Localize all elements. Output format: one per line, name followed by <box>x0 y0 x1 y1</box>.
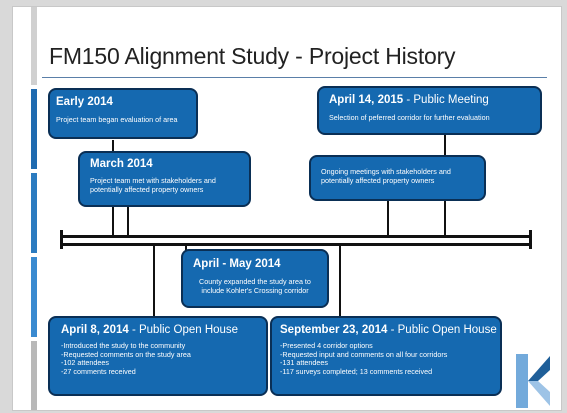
timeline-line <box>60 243 532 246</box>
event-box-april-2015: April 14, 2015 - Public Meeting Selectio… <box>317 86 542 135</box>
event-box-march-2014: March 2014 Project team met with stakeho… <box>78 151 251 207</box>
connector-line <box>339 245 341 318</box>
accent-bar <box>31 257 37 337</box>
event-heading: September 23, 2014 - Public Open House <box>280 324 497 336</box>
accent-bar <box>31 341 37 410</box>
timeline-line <box>60 235 532 238</box>
slide: FM150 Alignment Study - Project History … <box>12 6 562 411</box>
connector-line <box>153 245 155 318</box>
accent-bar <box>31 173 37 253</box>
event-description: -Introduced the study to the community-R… <box>61 341 191 376</box>
connector-line <box>529 230 532 249</box>
connector-line <box>127 205 129 236</box>
event-box-september-23-2014: September 23, 2014 - Public Open House -… <box>270 316 502 396</box>
logo-icon <box>516 354 550 408</box>
connector-line <box>387 198 389 236</box>
event-box-early-2014: Early 2014 Project team began evaluation… <box>48 88 198 139</box>
title-divider <box>42 77 547 78</box>
accent-bar <box>31 7 37 85</box>
event-heading: March 2014 <box>90 158 153 170</box>
accent-bar <box>31 89 37 169</box>
event-heading: April 8, 2014 - Public Open House <box>61 324 239 336</box>
event-heading: Early 2014 <box>56 96 113 108</box>
event-description: Selection of peferred corridor for furth… <box>329 113 490 122</box>
event-box-april-8-2014: April 8, 2014 - Public Open House -Intro… <box>48 316 268 396</box>
event-description: Project team began evaluation of area <box>56 115 178 124</box>
event-heading: April - May 2014 <box>193 258 281 270</box>
event-heading: April 14, 2015 - Public Meeting <box>329 94 489 106</box>
connector-line <box>60 230 63 249</box>
event-description: -Presented 4 corridor options-Requested … <box>280 341 448 376</box>
page-title: FM150 Alignment Study - Project History <box>49 43 456 69</box>
event-box-april-may-2014: April - May 2014 County expanded the stu… <box>181 249 329 308</box>
